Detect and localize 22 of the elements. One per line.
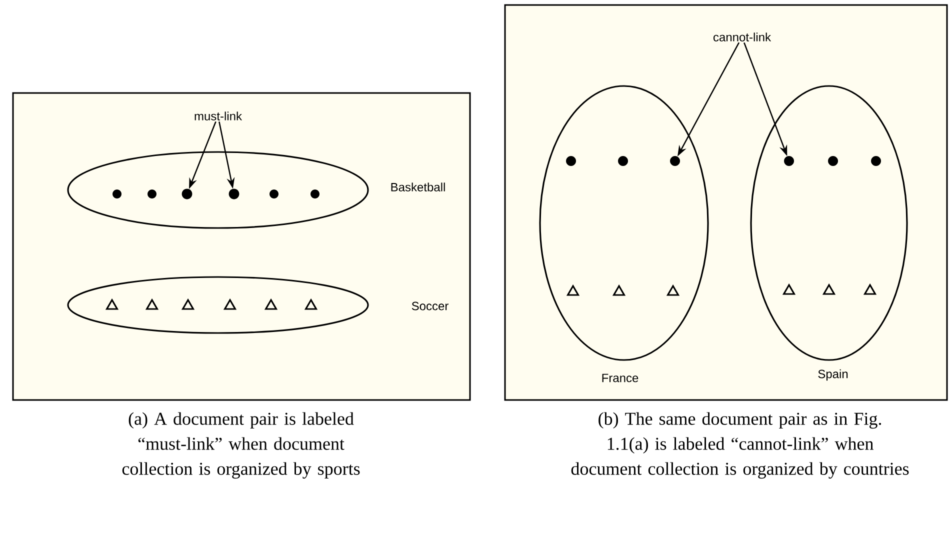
cluster-label: Basketball <box>391 182 445 192</box>
dot <box>148 190 156 198</box>
cluster-label: France <box>602 374 638 382</box>
link-label: must-link <box>194 112 242 120</box>
link-label: cannot-link <box>714 32 772 42</box>
dot <box>270 190 278 198</box>
dot <box>112 190 122 198</box>
caption: (b) The same document pair as in Fig. 1.1(a) is labeled “cannot-link” when document collection is organized by countries <box>571 412 909 479</box>
panel <box>12 92 471 401</box>
dot <box>784 156 794 166</box>
dot <box>182 188 192 200</box>
dot <box>228 188 240 200</box>
dot <box>310 190 320 198</box>
dot <box>670 156 680 166</box>
caption: (a) A document pair is labeled “must-link” when document collection is organized by sports <box>122 412 360 479</box>
dot <box>566 156 576 166</box>
cluster-label: Soccer <box>412 302 448 310</box>
dot <box>618 156 628 166</box>
dot <box>871 156 881 166</box>
panel <box>504 4 948 401</box>
dot <box>828 156 838 166</box>
cluster-label: Spain <box>818 369 848 381</box>
